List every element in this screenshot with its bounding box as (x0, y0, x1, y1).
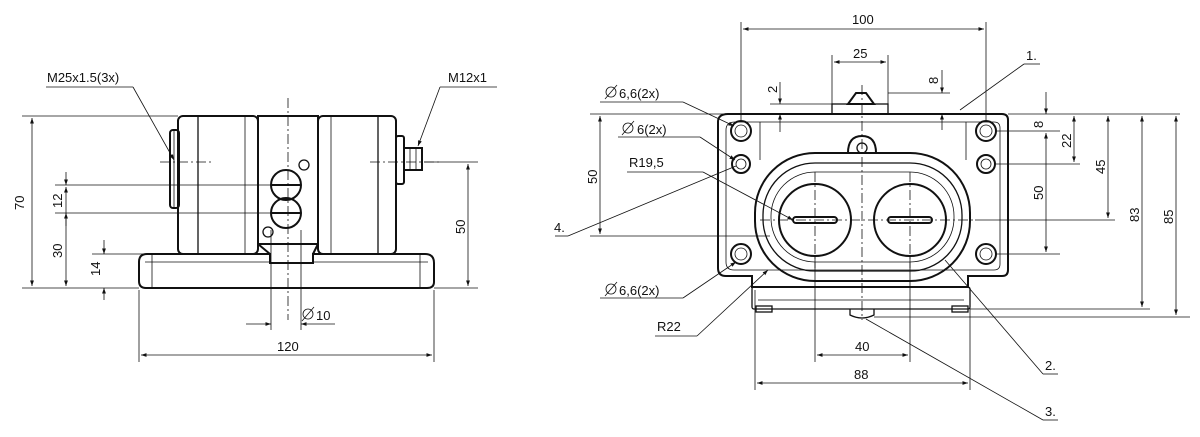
diameter-symbol (604, 281, 618, 297)
leader-line (959, 63, 1025, 111)
leader-line (696, 269, 769, 337)
radius-19-5-label: R19,5 (629, 155, 664, 170)
dim-50-left-label: 50 (585, 170, 600, 184)
block-foot (312, 243, 319, 255)
bottom-flange (751, 286, 971, 310)
dim-8-right-label: 8 (1031, 121, 1046, 128)
mounting-hole-bottom-right (975, 243, 997, 265)
dim-50-right-label: 50 (1031, 186, 1046, 200)
housing-inner-outline (725, 121, 1001, 271)
mounting-hole-top-left (730, 120, 752, 142)
dim-50-label: 50 (453, 220, 468, 234)
dim-25-label: 25 (853, 46, 867, 61)
hole-6-label: 6(2x) (637, 122, 667, 137)
dim-100-label: 100 (852, 12, 874, 27)
dim-d10-label: 10 (316, 308, 330, 323)
leader-line (132, 86, 175, 161)
dim-30-label: 30 (50, 244, 65, 258)
leader-line (702, 171, 794, 221)
ref-4-label: 4. (554, 220, 565, 235)
foot-left (755, 305, 773, 313)
ref-2-label: 2. (1045, 358, 1056, 373)
dim-12-label: 12 (50, 194, 65, 208)
screw-head (262, 226, 274, 238)
top-plate (831, 103, 889, 115)
leader-line (699, 136, 736, 161)
thread-m25-label: M25x1.5(3x) (47, 70, 119, 85)
connector-m12 (403, 147, 423, 171)
dim-83-label: 83 (1127, 208, 1142, 222)
dim-45-label: 45 (1093, 160, 1108, 174)
dim-14-label: 14 (88, 262, 103, 276)
leader-line (865, 318, 1044, 421)
leader-line (682, 261, 737, 299)
block-foot (257, 243, 271, 255)
housing-right (317, 115, 397, 255)
dim-2-label: 2 (765, 86, 780, 93)
mounting-hole-bottom-left (730, 243, 752, 265)
housing-outline (717, 113, 1009, 288)
bottom-connector (849, 309, 875, 319)
diameter-symbol (604, 84, 618, 100)
ref-1-label: 1. (1026, 48, 1037, 63)
ref-3-label: 3. (1045, 404, 1056, 419)
top-plunger (846, 92, 876, 105)
hole-d6-left (731, 154, 751, 174)
hole-66-top-label: 6,6(2x) (619, 86, 659, 101)
diameter-symbol (621, 120, 635, 136)
cable-gland-m25 (169, 129, 180, 209)
dim-88-label: 88 (854, 367, 868, 382)
dim-22-label: 22 (1059, 134, 1074, 148)
base-flange (138, 253, 435, 289)
gasket-inner (762, 162, 963, 272)
diameter-symbol (301, 306, 315, 322)
leader-line (567, 165, 737, 237)
side-view: 70 12 30 14 50 120 10 (12, 70, 497, 362)
dim-120-label: 120 (277, 339, 299, 354)
thread-m12-label: M12x1 (448, 70, 487, 85)
front-view: 100 25 2 8 8 50 22 45 83 (554, 12, 1190, 421)
leader-line (417, 86, 441, 147)
hole-66-bottom-label: 6,6(2x) (619, 283, 659, 298)
dim-70-label: 70 (12, 196, 27, 210)
connector-base (395, 135, 405, 185)
hole-d6-right (976, 154, 996, 174)
dim-40-label: 40 (855, 339, 869, 354)
radius-22-label: R22 (657, 319, 681, 334)
dim-8-top-label: 8 (926, 77, 941, 84)
leader-line (944, 259, 1044, 375)
mounting-hole-top-right (975, 120, 997, 142)
foot-right (951, 305, 969, 313)
screw-head (298, 159, 310, 171)
dim-85-label: 85 (1161, 210, 1176, 224)
leader-line (682, 101, 735, 127)
